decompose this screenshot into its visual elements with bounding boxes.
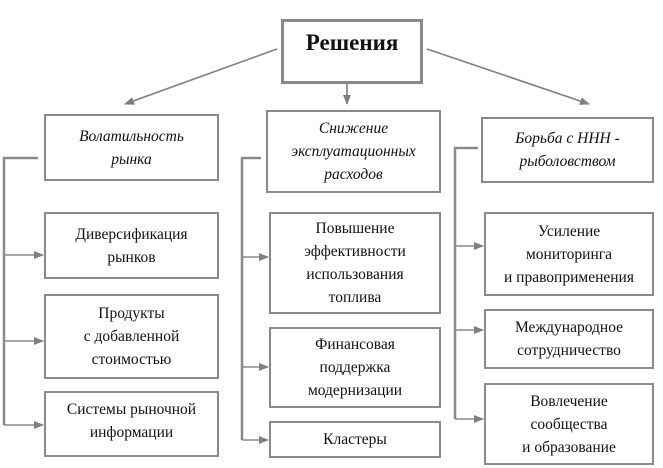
branch-1-child-1: Диверсификация рынков xyxy=(44,212,219,279)
branch-2-child-2: Финансовая поддержка модернизации xyxy=(269,327,441,408)
child-line: с добавленной xyxy=(83,328,180,345)
root-label: Решения xyxy=(305,30,399,55)
bracket-branch-1 xyxy=(2,156,38,425)
branch-2-child-1: Повышение эффективности использования то… xyxy=(269,212,441,314)
child-line: модернизации xyxy=(307,382,403,399)
child-line: рынков xyxy=(107,248,156,266)
branch-3-child-3: Вовлечение сообщества и образование xyxy=(484,383,654,465)
branch-1-child-3: Системы рыночной информации xyxy=(44,391,219,457)
child-line: информации xyxy=(89,424,174,441)
child-line: Международное xyxy=(514,319,624,336)
branch-title-line: расходов xyxy=(324,166,383,183)
branch-title-line: рынка xyxy=(111,150,152,168)
child-line: Финансовая xyxy=(315,336,395,353)
branch-3-child-1: Усиление мониторинга и правоприменения xyxy=(484,212,654,296)
branch-3-iuu-fishing: Борьба с ННН - рыболовством xyxy=(481,117,654,183)
branch-title-line: эксплуатационных xyxy=(291,143,416,160)
child-line: поддержка xyxy=(319,359,391,376)
child-line: сообщества xyxy=(530,415,608,433)
branch-2-child-3: Кластеры xyxy=(269,421,441,458)
child-line: мониторинга xyxy=(525,245,613,263)
branch-3-child-2: Международное сотрудничество xyxy=(484,309,654,369)
child-line: Продукты xyxy=(98,305,165,322)
branch-title-line: Волатильность xyxy=(79,127,184,145)
child-line: Диверсификация xyxy=(75,225,188,243)
child-line: Системы рыночной xyxy=(66,401,197,418)
branch-1-volatility: Волатильность рынка xyxy=(44,114,219,181)
branch-title-line: Снижение xyxy=(318,120,389,137)
arrow-root-to-branch-1 xyxy=(124,48,278,105)
child-line: использования xyxy=(306,266,404,283)
bracket-branch-3 xyxy=(453,146,478,419)
child-line: стоимостью xyxy=(91,351,172,368)
branch-2-operating-costs: Снижение эксплуатационных расходов xyxy=(266,110,441,193)
branch-1-child-2: Продукты с добавленной стоимостью xyxy=(44,294,219,379)
child-line: эффективности xyxy=(304,243,406,260)
child-line: Повышение xyxy=(315,220,395,237)
branch-title-line: рыболовством xyxy=(519,153,616,170)
child-line: сотрудничество xyxy=(517,342,621,359)
root-node: Решения xyxy=(281,19,423,84)
child-line: Кластеры xyxy=(323,431,387,448)
child-line: и правоприменения xyxy=(504,268,634,286)
child-line: Вовлечение xyxy=(530,392,608,410)
child-line: топлива xyxy=(328,289,382,306)
branch-title-line: Борьба с ННН - xyxy=(515,130,620,147)
arrow-root-to-branch-3 xyxy=(426,48,590,105)
child-line: и образование xyxy=(522,438,616,456)
child-line: Усиление xyxy=(537,222,601,240)
bracket-branch-2 xyxy=(240,156,261,440)
